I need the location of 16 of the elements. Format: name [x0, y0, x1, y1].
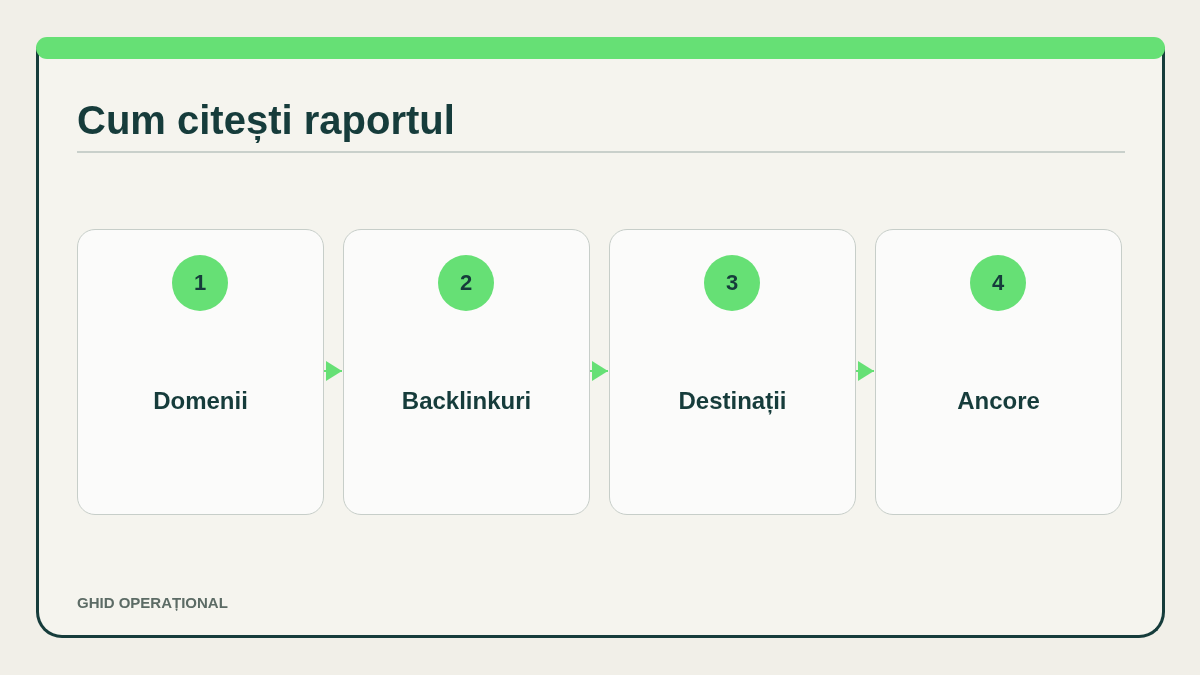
step-number: 2	[438, 255, 494, 311]
step-number: 3	[704, 255, 760, 311]
step-card	[77, 229, 324, 515]
step-title: Backlinkuri	[400, 386, 533, 416]
step-number: 1	[172, 255, 228, 311]
arrow	[589, 361, 609, 381]
step-number: 4	[970, 255, 1026, 311]
step-title: Destinații	[677, 386, 788, 416]
step-title: Domenii	[152, 386, 249, 416]
arrow	[855, 361, 875, 381]
step-card	[343, 229, 590, 515]
step-title: Ancore	[956, 386, 1041, 416]
slide-title: Cum citești raportul	[77, 97, 455, 144]
step-card	[609, 229, 856, 515]
step-card	[875, 229, 1122, 515]
footer-text: GHID OPERAȚIONAL	[77, 594, 228, 612]
